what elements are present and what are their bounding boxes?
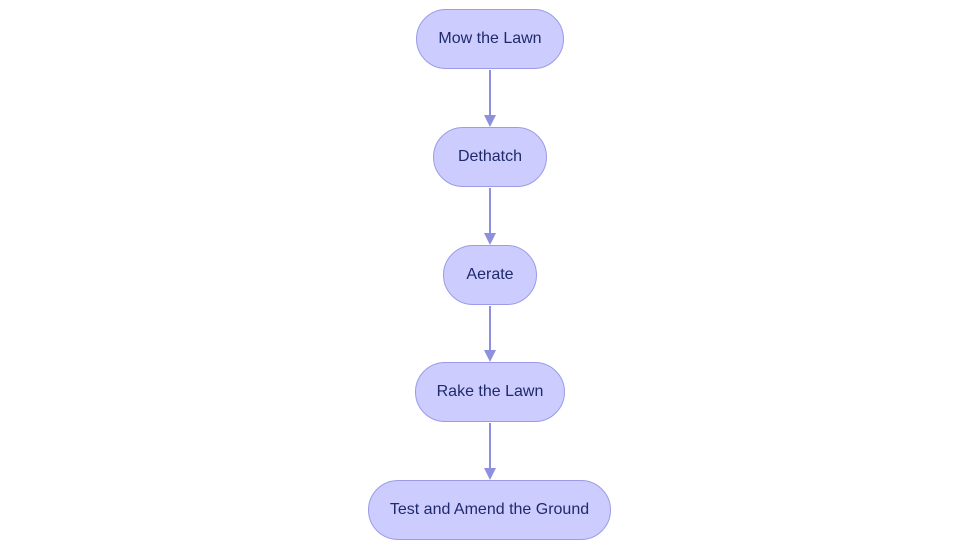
step-dethatch: Dethatch [433, 127, 547, 187]
step-rake-the-lawn: Rake the Lawn [415, 362, 565, 422]
step-label: Rake the Lawn [436, 383, 544, 400]
step-label: Mow the Lawn [438, 30, 542, 47]
step-label: Aerate [466, 266, 514, 283]
step-label: Dethatch [457, 148, 523, 165]
step-label: Test and Amend the Ground [389, 501, 590, 518]
step-aerate: Aerate [443, 245, 537, 305]
step-test-and-amend-the-ground: Test and Amend the Ground [368, 480, 611, 540]
step-mow-the-lawn: Mow the Lawn [416, 9, 564, 69]
